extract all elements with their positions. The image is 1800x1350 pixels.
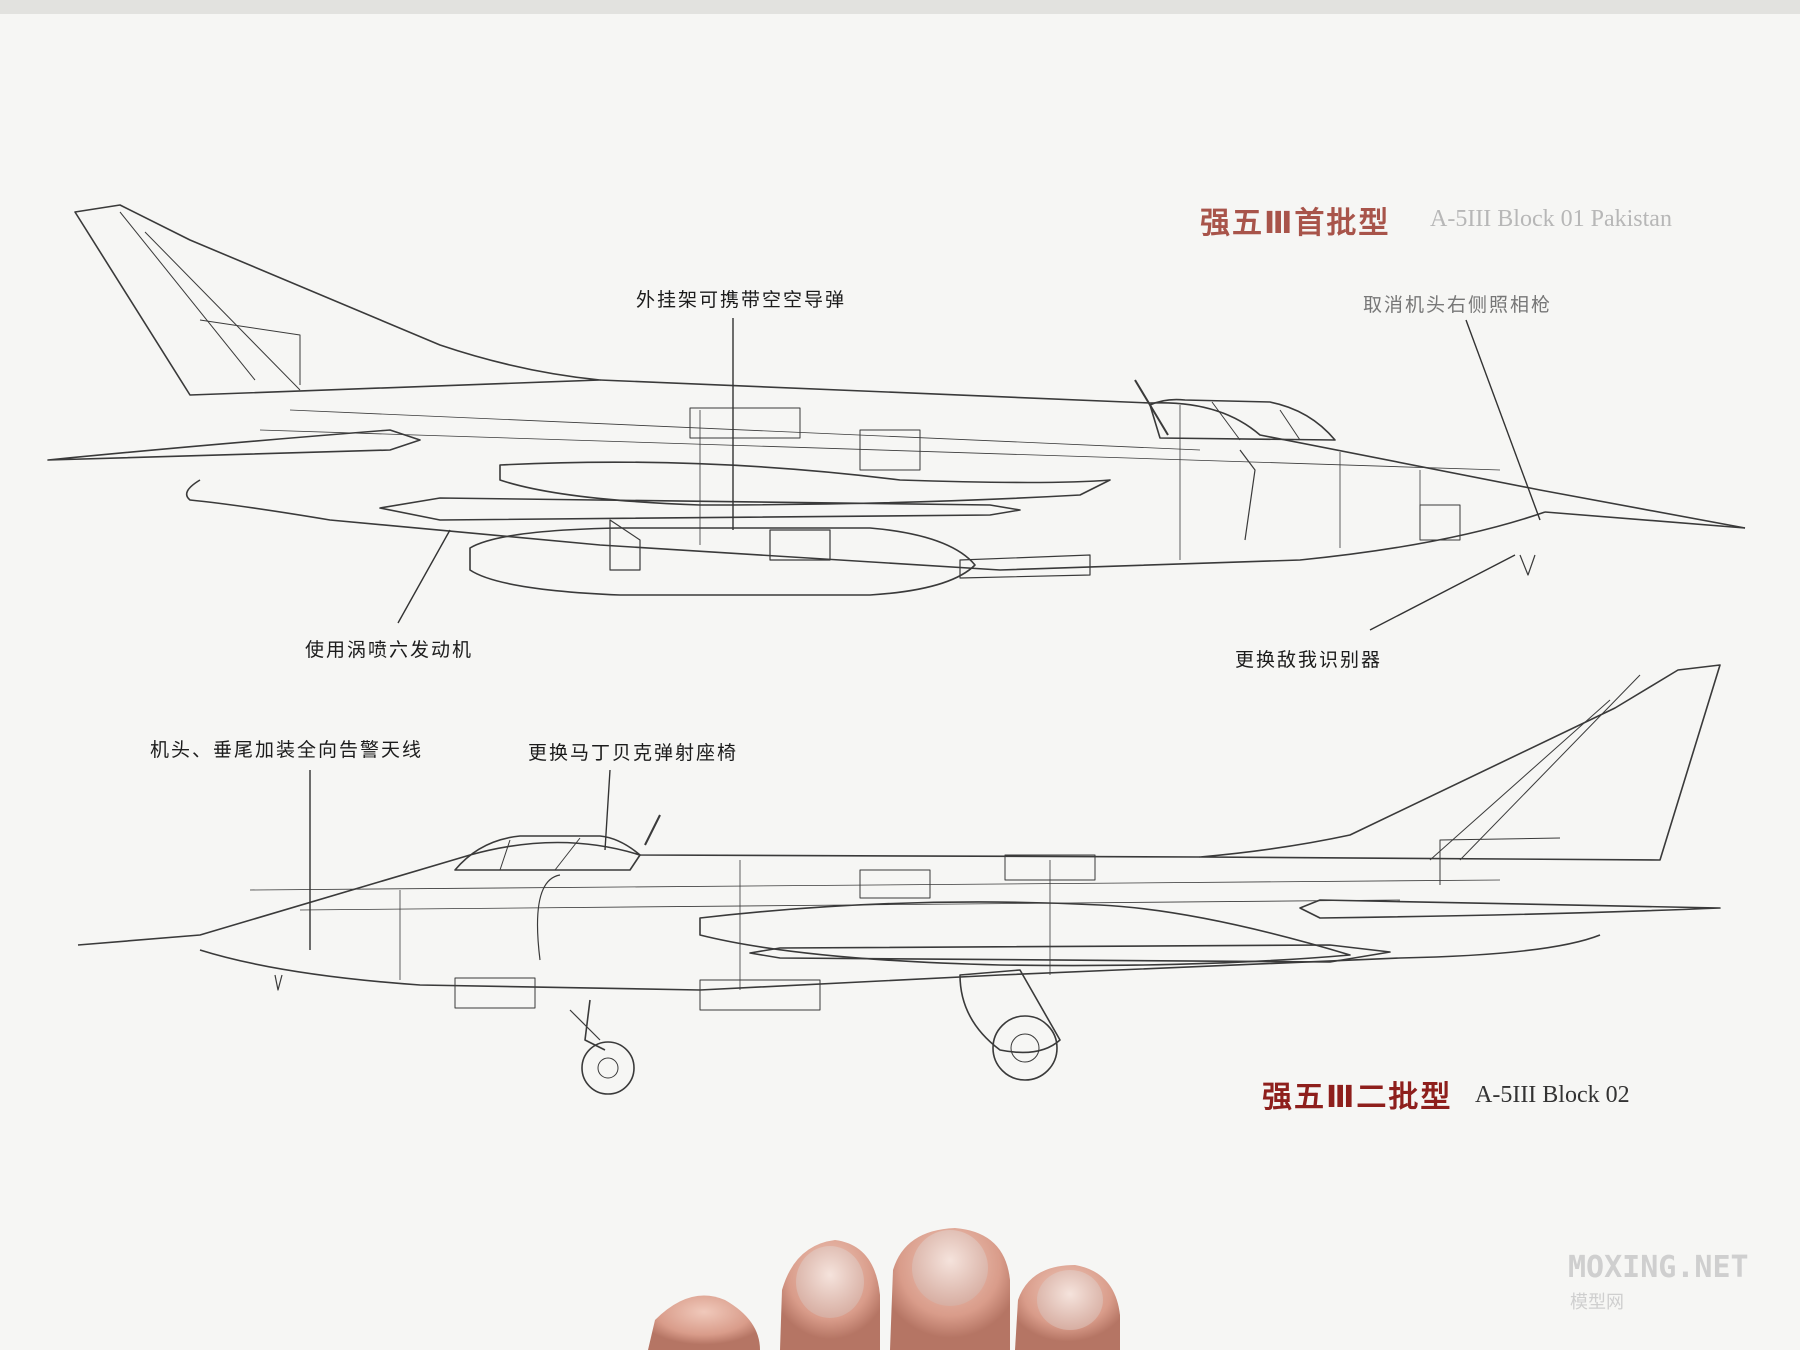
annotation-camera: 取消机头右侧照相枪 [1363, 294, 1553, 316]
annotation-seat: 更换马丁贝克弹射座椅 [528, 742, 739, 764]
top-title-cn: 强五Ⅲ首批型 [1200, 206, 1391, 241]
annotation-missile: 外挂架可携带空空导弹 [636, 289, 847, 311]
fingernail-4 [1037, 1270, 1103, 1330]
bottom-title-cn: 强五Ⅲ二批型 [1262, 1080, 1453, 1115]
leaders-bottom [309, 769, 611, 950]
annotation-rwr: 机头、垂尾加装全向告警天线 [150, 739, 424, 761]
top-title-en: A-5III Block 01 Pakistan [1430, 206, 1672, 232]
finger-1 [648, 1295, 760, 1350]
aircraft-bottom-drawing [77, 664, 1721, 1095]
fingernail-2 [796, 1246, 864, 1318]
leaders-top [397, 318, 1541, 631]
paper-edge-shadow [0, 0, 1800, 14]
watermark-main: MOXING.NET [1568, 1250, 1749, 1285]
annotation-iff: 更换敌我识别器 [1235, 649, 1383, 671]
aircraft-top-drawing [47, 204, 1746, 596]
fingernail-3 [912, 1230, 988, 1306]
hand-fingertips [648, 1228, 1120, 1350]
annotation-engine: 使用涡喷六发动机 [305, 639, 474, 661]
bottom-title-en: A-5III Block 02 [1475, 1082, 1630, 1108]
watermark-sub: 模型网 [1570, 1292, 1624, 1313]
